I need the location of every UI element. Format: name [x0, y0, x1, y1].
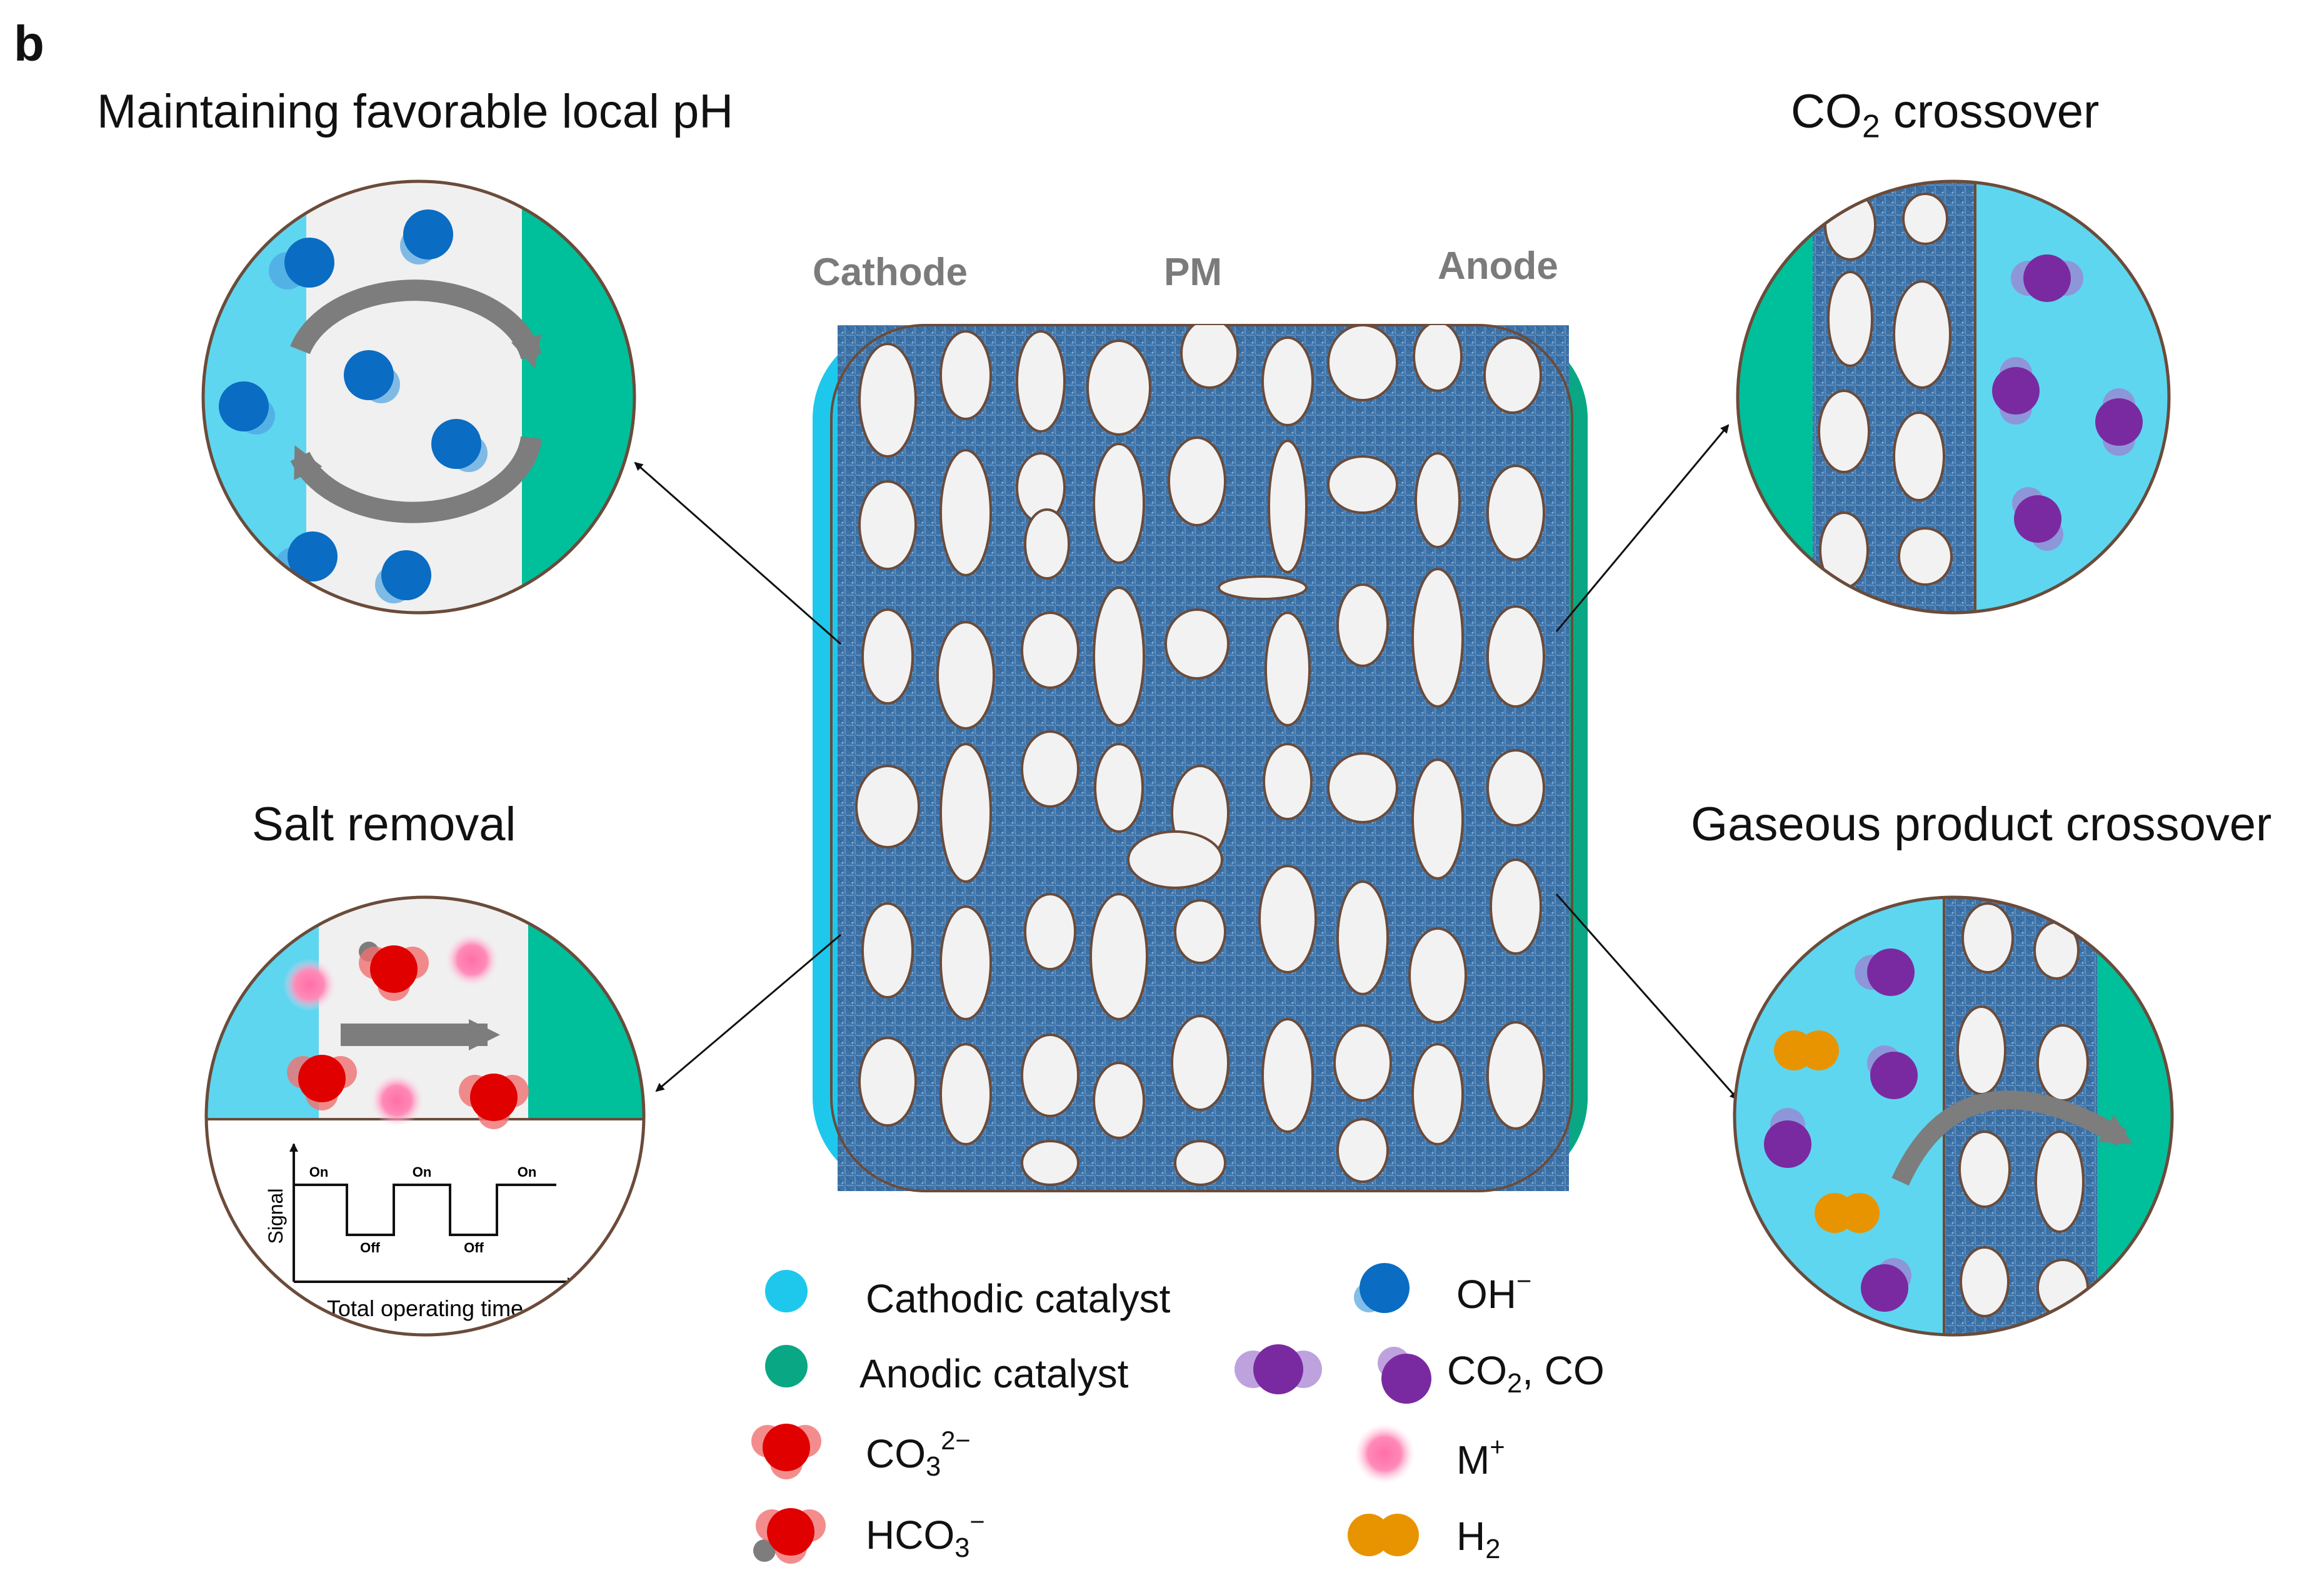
co2-crossover-panel — [1736, 179, 2171, 615]
legend-cathodic-label: Cathodic catalyst — [866, 1276, 1171, 1321]
on-label-1: On — [309, 1164, 329, 1180]
legend-cathodic-icon — [765, 1270, 808, 1312]
h2-molecules — [1774, 1030, 1880, 1233]
gas-crossover-panel — [1733, 895, 2174, 1337]
legend-cation-label: M+ — [1456, 1432, 1505, 1483]
legend-bicarbonate-label: HCO3− — [866, 1507, 985, 1564]
off-label-2: Off — [464, 1240, 484, 1255]
co2-molecules-gas — [1764, 948, 1918, 1312]
legend-co-icon — [1378, 1347, 1431, 1404]
legend-co2-co-label: CO2, CO — [1447, 1348, 1605, 1399]
legend-oh-icon — [1354, 1263, 1410, 1313]
gas-panel-title: Gaseous product crossover — [1691, 798, 2272, 851]
co2-panel-title: CO2 crossover — [1791, 85, 2100, 144]
signal-plot — [289, 1143, 576, 1286]
oh-ions — [219, 209, 488, 603]
signal-axis-label: Signal — [264, 1189, 287, 1244]
cycle-arrow-bottom — [290, 436, 542, 523]
anode-label: Anode — [1438, 244, 1558, 288]
gas-crossover-arrow — [1891, 1090, 2133, 1186]
time-axis-label: Total operating time — [327, 1296, 523, 1321]
carbonate-ions — [287, 942, 529, 1129]
membrane-pores — [855, 325, 1545, 1186]
panel-label: b — [14, 16, 44, 71]
legend-anodic-icon — [765, 1345, 808, 1387]
on-label-3: On — [518, 1164, 537, 1180]
legend-carbonate-label: CO32− — [866, 1426, 971, 1482]
legend-symbols — [751, 1263, 1431, 1564]
pm-label: PM — [1164, 251, 1222, 294]
legend-h2-label: H2 — [1456, 1514, 1501, 1565]
legend-carbonate-icon — [751, 1424, 821, 1479]
legend-co2-icon — [1235, 1344, 1322, 1394]
cycle-arrow-top — [290, 279, 542, 369]
legend-oh-label: OH− — [1456, 1266, 1532, 1317]
co2-molecules — [1992, 254, 2143, 551]
salt-removal-panel: Signal Total operating time On On On Off… — [204, 895, 646, 1337]
on-label-2: On — [413, 1164, 432, 1180]
ph-panel — [201, 179, 636, 615]
legend-h2-icon — [1348, 1514, 1419, 1556]
membrane-assembly — [813, 324, 1588, 1192]
legend-anodic-label: Anodic catalyst — [859, 1351, 1129, 1396]
legend-bicarbonate-icon — [753, 1508, 826, 1564]
off-label-1: Off — [360, 1240, 380, 1255]
cathode-label: Cathode — [813, 251, 968, 294]
legend-cation-icon — [1355, 1424, 1415, 1484]
salt-panel-title: Salt removal — [252, 798, 516, 851]
cation-ions — [283, 933, 498, 1127]
connector-arrows — [634, 424, 1739, 1100]
ph-panel-title: Maintaining favorable local pH — [97, 85, 734, 138]
